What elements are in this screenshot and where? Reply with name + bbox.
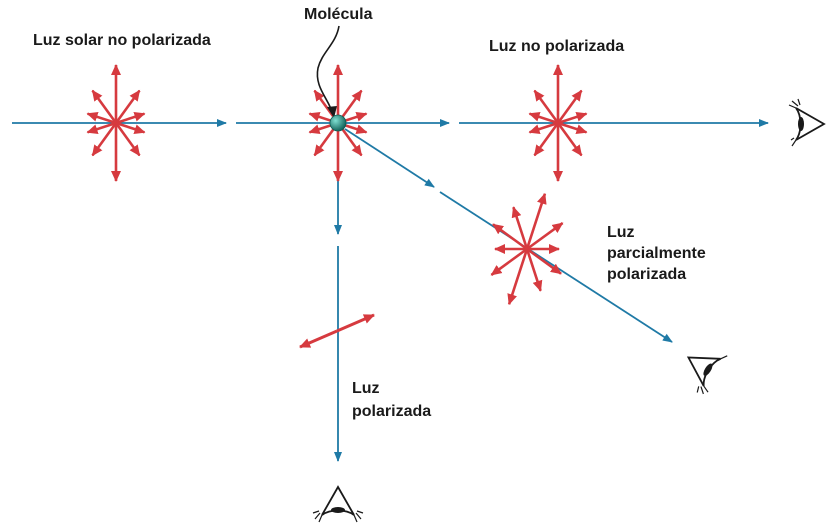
label-partial-line2: parcialmente <box>607 245 706 262</box>
polarization-cluster-sunlight <box>86 64 146 182</box>
polarization-arrow <box>91 122 118 157</box>
polarization-arrow <box>91 89 118 124</box>
polarization-arrow <box>526 247 562 275</box>
polarization-arrow <box>556 122 583 157</box>
label-partial-line1: Luz <box>607 224 635 241</box>
polarization-arrow <box>525 248 543 292</box>
polarization-arrow-polarized <box>299 313 375 349</box>
polarization-arrow <box>511 206 529 250</box>
label-polarized-line1: Luz <box>352 380 380 397</box>
label-molecule: Molécula <box>304 6 373 23</box>
eye-icon-partial <box>686 355 728 395</box>
eye-icon-polarized <box>312 485 364 523</box>
polarization-arrow <box>556 89 583 124</box>
polarization-arrow <box>492 223 528 251</box>
polarization-arrow <box>526 222 564 251</box>
polarization-arrow <box>490 247 528 276</box>
polarization-arrow <box>533 89 560 124</box>
polarization-cluster-forward <box>528 64 588 182</box>
label-sunlight: Luz solar no polarizada <box>33 32 211 49</box>
polarization-arrow <box>533 122 560 157</box>
ray-diagonal-1 <box>344 128 435 188</box>
polarization-arrow <box>507 248 529 306</box>
polarization-arrow <box>86 112 117 125</box>
polarization-arrow <box>114 89 141 124</box>
label-partially-polarized: Luz parcialmente polarizada <box>607 222 706 285</box>
polarization-arrow <box>86 121 117 134</box>
molecule-pointer <box>316 25 340 116</box>
polarization-arrow <box>557 121 588 134</box>
label-polarized: Luz polarizada <box>352 377 431 423</box>
polarization-arrow <box>528 121 559 134</box>
polarization-arrow <box>115 121 146 134</box>
polarization-arrow <box>525 192 547 250</box>
molecule-sphere-icon <box>329 114 347 132</box>
polarization-arrow <box>557 112 588 125</box>
label-unpolarized: Luz no polarizada <box>489 38 625 55</box>
label-partial-line3: polarizada <box>607 266 687 283</box>
molecule-pointer-head <box>327 106 337 118</box>
polarization-arrow <box>115 112 146 125</box>
polarization-arrow <box>528 112 559 125</box>
polarization-arrow <box>114 122 141 157</box>
polarization-cluster-partial <box>490 192 564 306</box>
eye-icon-forward <box>788 98 826 147</box>
label-polarized-line2: polarizada <box>352 403 432 420</box>
